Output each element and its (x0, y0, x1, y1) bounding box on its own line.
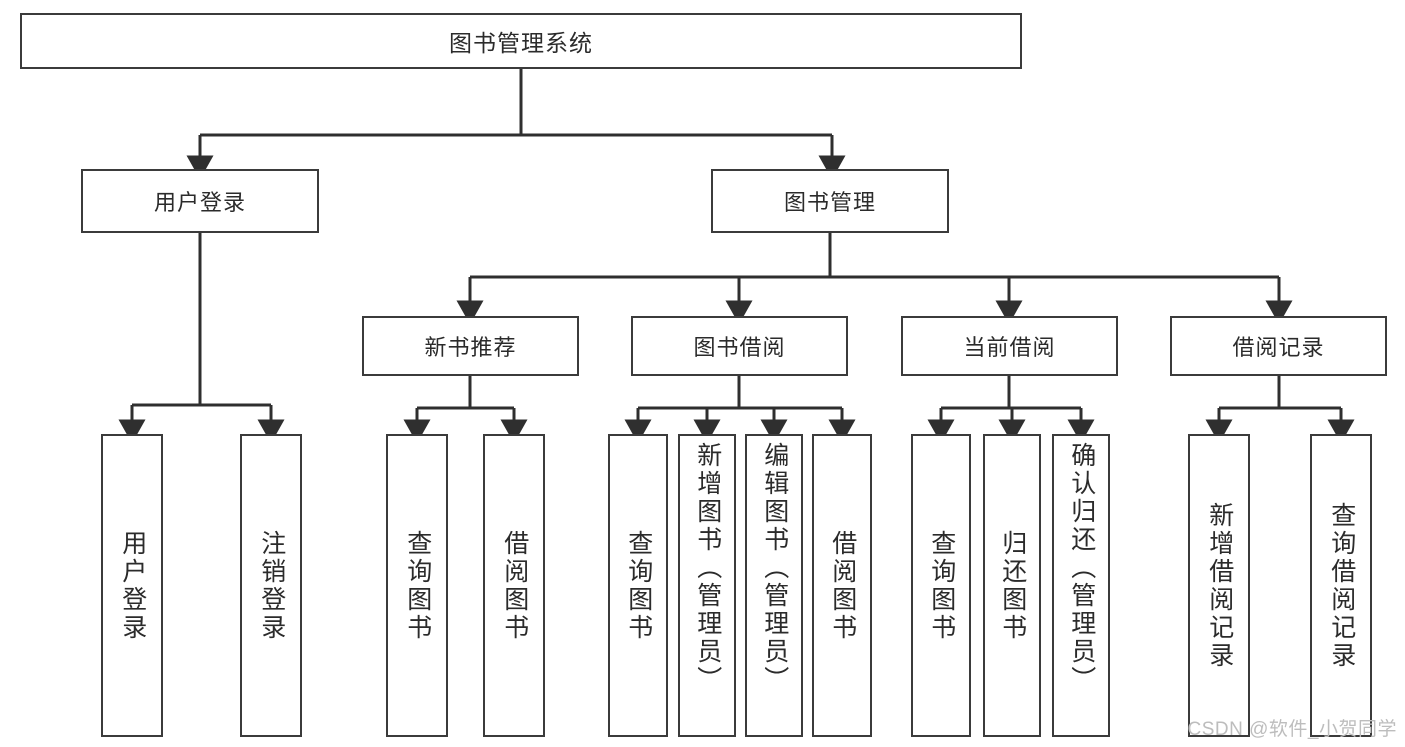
node-book-manage[interactable]: 图书管理 (711, 169, 949, 233)
node-leaf-edit-book[interactable]: 编辑图书（管理员） (745, 434, 803, 737)
node-leaf-query-book-1[interactable]: 查询图书 (386, 434, 448, 737)
node-borrow-record[interactable]: 借阅记录 (1170, 316, 1387, 376)
node-new-book-rec[interactable]: 新书推荐 (362, 316, 579, 376)
node-book-borrow[interactable]: 图书借阅 (631, 316, 848, 376)
node-leaf-add-record[interactable]: 新增借阅记录 (1188, 434, 1250, 737)
node-current-borrow[interactable]: 当前借阅 (901, 316, 1118, 376)
node-leaf-add-record-label: 新增借阅记录 (1205, 501, 1234, 670)
node-root[interactable]: 图书管理系统 (20, 13, 1022, 69)
node-leaf-query-book-3-label: 查询图书 (927, 529, 956, 642)
node-leaf-borrow-book-1-label: 借阅图书 (500, 529, 529, 642)
node-book-borrow-label: 图书借阅 (693, 335, 786, 360)
node-user-login-label: 用户登录 (153, 190, 246, 215)
node-current-borrow-label: 当前借阅 (963, 335, 1056, 360)
node-new-book-rec-label: 新书推荐 (424, 335, 517, 360)
node-leaf-confirm-return-label: 确认归还（管理员） (1067, 442, 1096, 694)
node-leaf-return-book[interactable]: 归还图书 (983, 434, 1041, 737)
node-user-login[interactable]: 用户登录 (81, 169, 319, 233)
node-book-manage-label: 图书管理 (783, 190, 876, 215)
node-leaf-query-book-1-label: 查询图书 (403, 529, 432, 642)
node-leaf-return-book-label: 归还图书 (998, 529, 1027, 642)
node-leaf-borrow-book-1[interactable]: 借阅图书 (483, 434, 545, 737)
node-leaf-query-book-3[interactable]: 查询图书 (911, 434, 971, 737)
node-leaf-query-book-2[interactable]: 查询图书 (608, 434, 668, 737)
node-leaf-user-login-label: 用户登录 (118, 529, 147, 642)
node-leaf-user-logout[interactable]: 注销登录 (240, 434, 302, 737)
node-leaf-user-login[interactable]: 用户登录 (101, 434, 163, 737)
node-leaf-edit-book-label: 编辑图书（管理员） (760, 442, 789, 694)
node-leaf-add-book[interactable]: 新增图书（管理员） (678, 434, 736, 737)
node-root-label: 图书管理系统 (449, 30, 593, 56)
node-leaf-user-logout-label: 注销登录 (257, 529, 286, 642)
node-leaf-add-book-label: 新增图书（管理员） (693, 442, 722, 694)
csdn-watermark: CSDN @软件_小贺同学 (1187, 719, 1397, 740)
node-leaf-confirm-return[interactable]: 确认归还（管理员） (1052, 434, 1110, 737)
node-borrow-record-label: 借阅记录 (1232, 335, 1325, 360)
node-leaf-query-book-2-label: 查询图书 (624, 529, 653, 642)
node-leaf-borrow-book-2-label: 借阅图书 (828, 529, 857, 642)
node-leaf-query-record[interactable]: 查询借阅记录 (1310, 434, 1372, 737)
node-leaf-query-record-label: 查询借阅记录 (1327, 501, 1356, 670)
node-leaf-borrow-book-2[interactable]: 借阅图书 (812, 434, 872, 737)
